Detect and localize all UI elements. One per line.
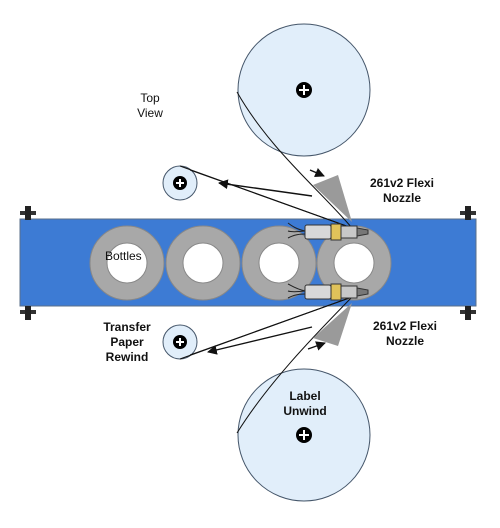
labels: Top View Bottles 261v2 Flexi Nozzle 261v…	[103, 91, 437, 418]
peel-wedge-bottom	[313, 303, 352, 346]
bottle	[165, 225, 241, 301]
end-bolt-icon	[460, 306, 476, 320]
nozzle-top-label-line1: 261v2 Flexi	[370, 176, 434, 190]
label-roll-top	[237, 23, 371, 157]
bottles-label: Bottles	[105, 249, 142, 263]
spray-nozzle-icon	[287, 283, 369, 301]
flow-arrows	[207, 168, 326, 355]
arrow-rewind-top	[218, 179, 313, 197]
spray-nozzle-icon	[287, 222, 369, 241]
label-unwind-roll	[237, 368, 371, 502]
plus-circle-icon	[296, 82, 312, 98]
arrow-feed-top	[309, 168, 325, 178]
plus-circle-icon	[173, 176, 187, 190]
label-web-top	[236, 91, 353, 229]
plus-circle-icon	[173, 335, 187, 349]
nozzle-top-label-line2: Nozzle	[383, 191, 421, 205]
unwind-label-line2: Unwind	[283, 404, 326, 418]
end-bolt-icon	[460, 206, 476, 220]
end-bolt-icon	[20, 306, 36, 320]
unwind-label-line1: Label	[289, 389, 320, 403]
bottle	[241, 225, 317, 301]
plus-circle-icon	[296, 427, 312, 443]
paper-roll-top	[162, 165, 198, 201]
paper-web-top-b	[189, 169, 353, 229]
bottle	[89, 225, 165, 301]
nozzle-bottom-label-line2: Nozzle	[386, 334, 424, 348]
label-web-bottom	[236, 296, 353, 434]
rewind-label-line1: Transfer	[103, 320, 151, 334]
end-bolt-icon	[20, 206, 36, 220]
view-label-line1: Top	[140, 91, 160, 105]
transfer-paper-rewind-roll	[162, 324, 198, 360]
bottle	[316, 225, 392, 301]
arrow-feed-bottom	[307, 341, 326, 351]
rewind-label-line3: Rewind	[106, 350, 149, 364]
nozzle-bottom-label-line1: 261v2 Flexi	[373, 319, 437, 333]
peel-wedge-top	[313, 175, 352, 222]
view-label-line2: View	[137, 106, 163, 120]
rewind-label-line2: Paper	[110, 335, 144, 349]
arrow-rewind-bottom	[207, 326, 313, 355]
